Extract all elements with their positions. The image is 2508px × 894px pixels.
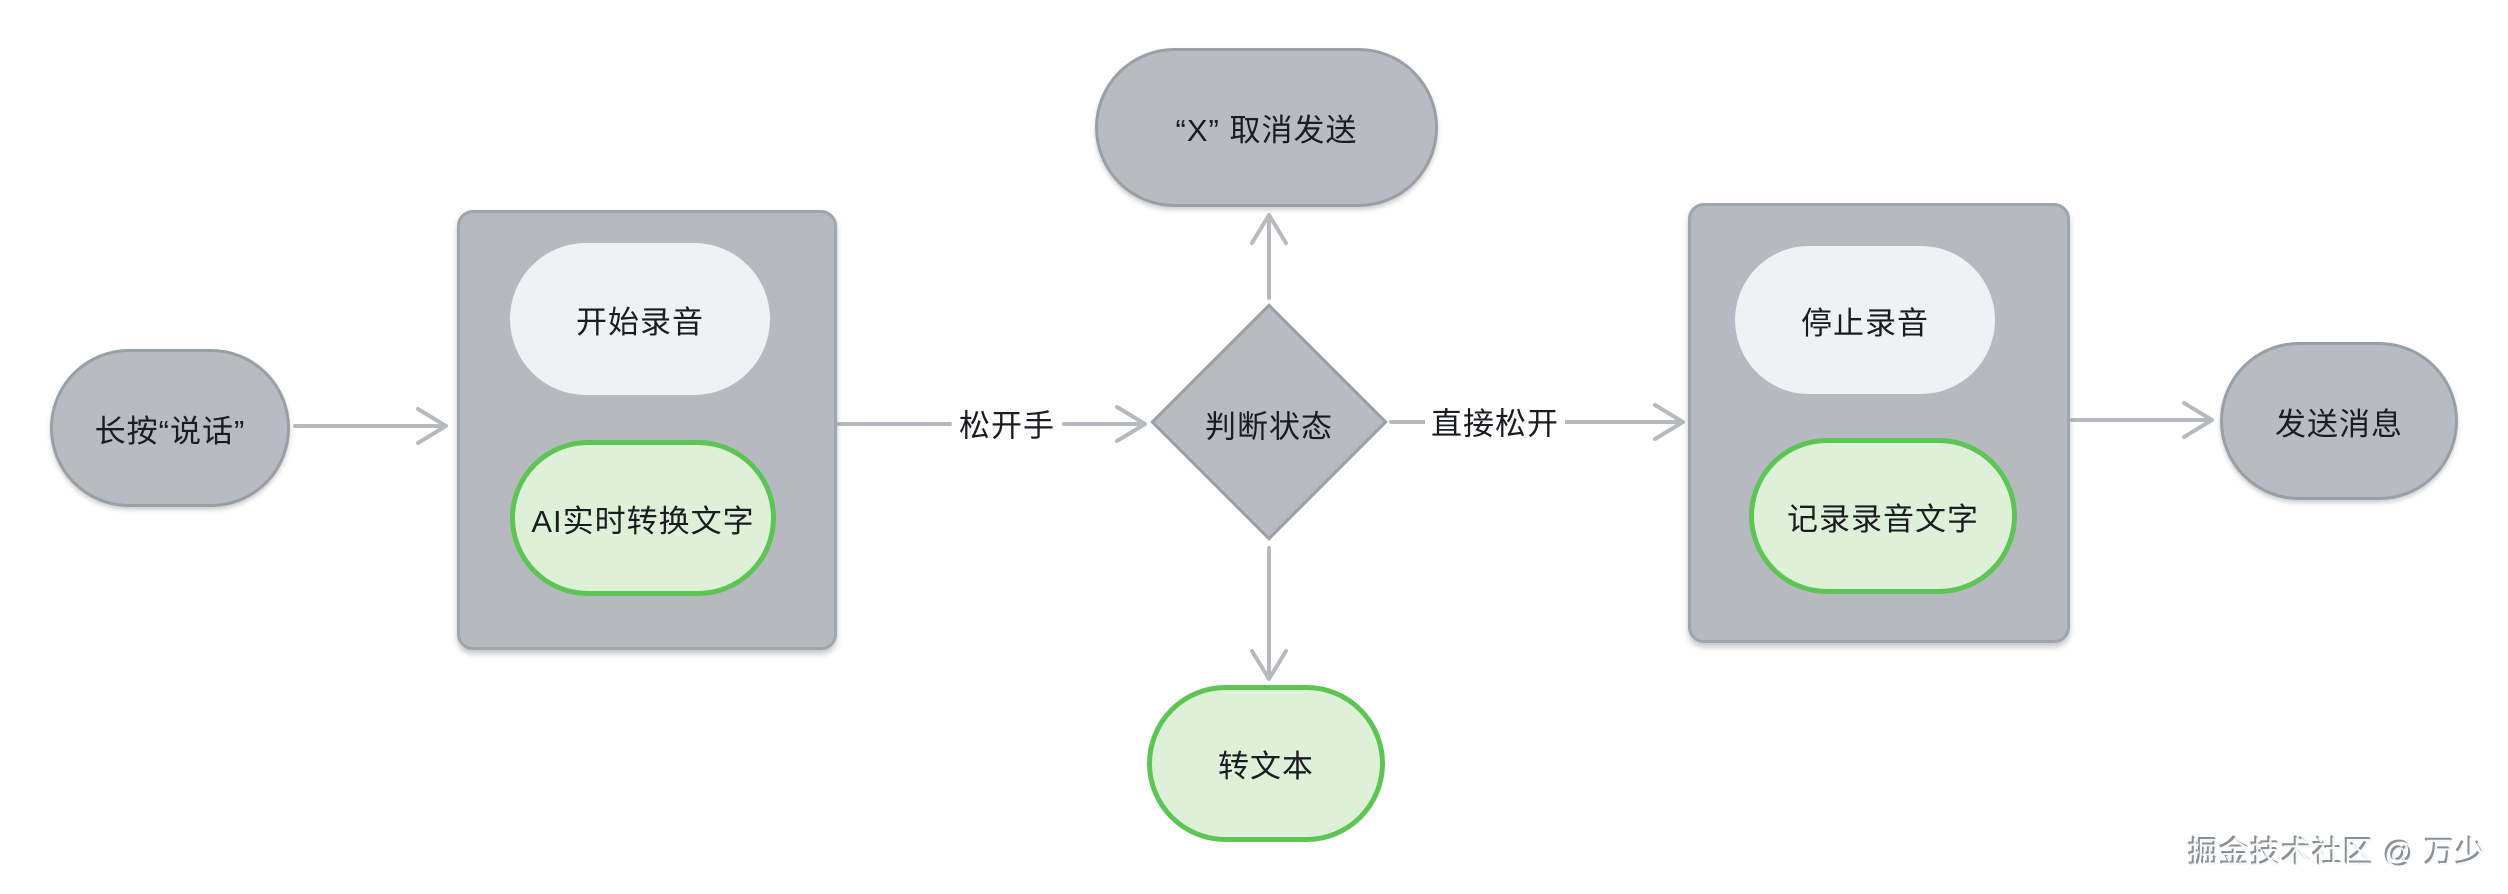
edge-longpress-to-recording <box>293 407 448 445</box>
group-stop-recording: 停止录音 记录录音文字 <box>1688 203 2070 643</box>
watermark-text: 掘金技术社区 @ 万少 <box>2188 837 2487 870</box>
arrowhead-down-icon <box>1250 649 1288 681</box>
node-judge-state-label: 判断状态 <box>1205 409 1333 445</box>
edge-judge-to-stop <box>1389 403 1685 441</box>
edge-stop-to-send <box>2070 401 2214 439</box>
arrowhead-right-icon <box>416 407 448 445</box>
node-label: “X” 取消发送 <box>1175 113 1358 148</box>
node-label: 记录录音文字 <box>1787 501 1979 537</box>
node-label: 转文本 <box>1218 749 1314 784</box>
edge-judge-to-totext <box>1250 546 1288 681</box>
node-start-recording: 开始录音 <box>510 243 770 395</box>
node-label: 长按“说话” <box>94 413 246 449</box>
node-cancel-send: “X” 取消发送 <box>1095 48 1438 207</box>
edge-label-release-hand: 松开手 <box>953 400 1061 446</box>
node-record-voice-text: 记录录音文字 <box>1749 438 2017 594</box>
arrowhead-up-icon <box>1250 213 1288 245</box>
edge-recording-to-judge <box>837 405 1147 443</box>
node-send-message: 发送消息 <box>2220 342 2458 500</box>
node-label: 发送消息 <box>2275 406 2403 442</box>
node-label: 停止录音 <box>1801 305 1929 341</box>
arrowhead-right-icon <box>2182 401 2214 439</box>
group-recording: 开始录音 AI实时转换文字 <box>457 210 837 650</box>
node-to-text: 转文本 <box>1147 685 1385 842</box>
node-label: AI实时转换文字 <box>531 503 755 539</box>
node-ai-realtime-convert: AI实时转换文字 <box>510 440 776 596</box>
node-stop-recording: 停止录音 <box>1735 246 1995 394</box>
edge-judge-to-cancel <box>1250 213 1288 300</box>
node-long-press-speak: 长按“说话” <box>50 349 290 507</box>
node-label: 开始录音 <box>576 304 704 340</box>
arrowhead-right-icon <box>1115 405 1147 443</box>
edge-label-direct-release: 直接松开 <box>1425 398 1565 444</box>
arrowhead-right-icon <box>1653 403 1685 441</box>
